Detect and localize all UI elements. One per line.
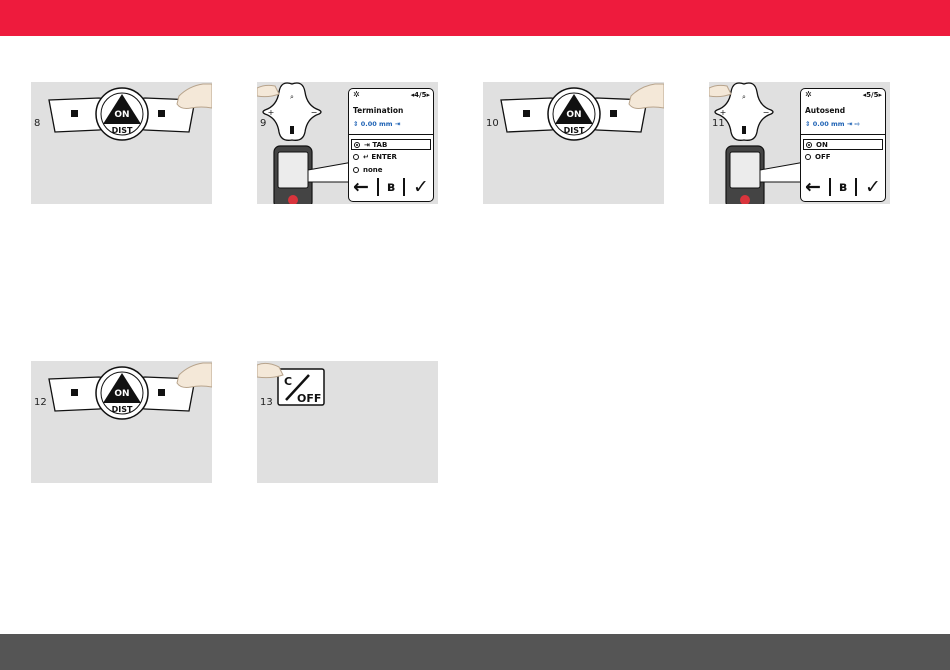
step-number: 13 [260,397,273,408]
step-10-panel: ON DIST 10 [483,82,664,204]
svg-text:DIST: DIST [112,405,133,414]
step-12-panel: ON DIST 12 [31,361,212,483]
step-number: 12 [34,397,47,408]
svg-text:C: C [284,375,292,388]
keypad-illustration: ON DIST [483,82,664,204]
clear-off-key-illustration: C OFF [257,361,438,483]
step-8-panel: ON DIST 8 [31,82,212,204]
laser-meter-device [274,146,312,204]
step-11-panel: ⌕ + − 11 ✲ ◂5/5▸ Autosend ⇕ 0.00 mm ⇥ ⇨ … [709,82,890,204]
send-arrow-icon: ⇨ [855,120,860,128]
svg-text:−: − [311,108,318,117]
back-arrow-icon[interactable]: ← [805,176,821,198]
finger-icon [257,85,279,96]
finger-icon [629,84,664,109]
option-off[interactable]: OFF [803,152,883,163]
svg-text:DIST: DIST [112,126,133,135]
arrows-icon: ⇕ [805,120,813,128]
device-screen: ✲ ◂4/5▸ Termination ⇕ 0.00 mm ⇥ ⇥ TAB ↵ … [348,88,434,202]
svg-text:ON: ON [566,110,581,120]
header-bar [0,0,950,36]
radio-icon [353,167,359,173]
svg-text:+: + [268,108,275,117]
finger-icon [709,85,731,96]
check-icon[interactable]: ✓ [865,176,881,198]
arrows-icon: ⇕ [353,120,361,128]
option-enter[interactable]: ↵ ENTER [351,152,431,163]
finger-icon [257,363,283,377]
back-arrow-icon[interactable]: ← [353,176,369,198]
gear-icon: ✲ [353,90,360,99]
footer-bar [0,634,950,670]
finger-icon [177,363,212,388]
option-tab[interactable]: ⇥ TAB [351,139,431,150]
laser-meter-device [726,146,764,204]
svg-text:−: − [763,108,770,117]
svg-text:ON: ON [114,389,129,399]
option-on[interactable]: ON [803,139,883,150]
screen-title: Termination [353,106,403,115]
svg-text:+: + [720,108,727,117]
page-indicator: ◂4/5▸ [411,91,430,99]
svg-text:DIST: DIST [564,126,585,135]
step-number: 11 [712,118,725,129]
keypad-illustration: ON DIST [31,361,212,483]
radio-icon [353,154,359,160]
device-screen: ✲ ◂5/5▸ Autosend ⇕ 0.00 mm ⇥ ⇨ ON OFF ← … [800,88,886,202]
gear-icon: ✲ [805,90,812,99]
screen-title: Autosend [805,106,845,115]
measurement-preview: ⇕ 0.00 mm ⇥ ⇨ [805,120,860,128]
step-number: 10 [486,118,499,129]
step-9-panel: ⌕ + − 9 ✲ ◂4/5▸ Termination ⇕ 0.00 mm ⇥ … [257,82,438,204]
bluetooth-settings-icon[interactable]: ʙ [387,180,395,195]
keypad-illustration: ON DIST [31,82,212,204]
radio-selected-icon [354,142,360,148]
measurement-preview: ⇕ 0.00 mm ⇥ [353,120,400,128]
radio-selected-icon [806,142,812,148]
radio-icon [805,154,811,160]
svg-text:ON: ON [114,110,129,120]
step-number: 9 [260,118,266,129]
check-icon[interactable]: ✓ [413,176,429,198]
svg-text:OFF: OFF [297,392,321,405]
svg-text:⌕: ⌕ [290,93,294,101]
bluetooth-settings-icon[interactable]: ʙ [839,180,847,195]
step-13-panel: C OFF 13 [257,361,438,483]
tab-arrow-icon: ⇥ [845,120,855,128]
finger-icon [177,84,212,109]
page-indicator: ◂5/5▸ [863,91,882,99]
tab-arrow-icon: ⇥ [393,120,401,128]
step-number: 8 [34,118,40,129]
svg-text:⌕: ⌕ [742,93,746,101]
option-none[interactable]: none [351,165,431,176]
